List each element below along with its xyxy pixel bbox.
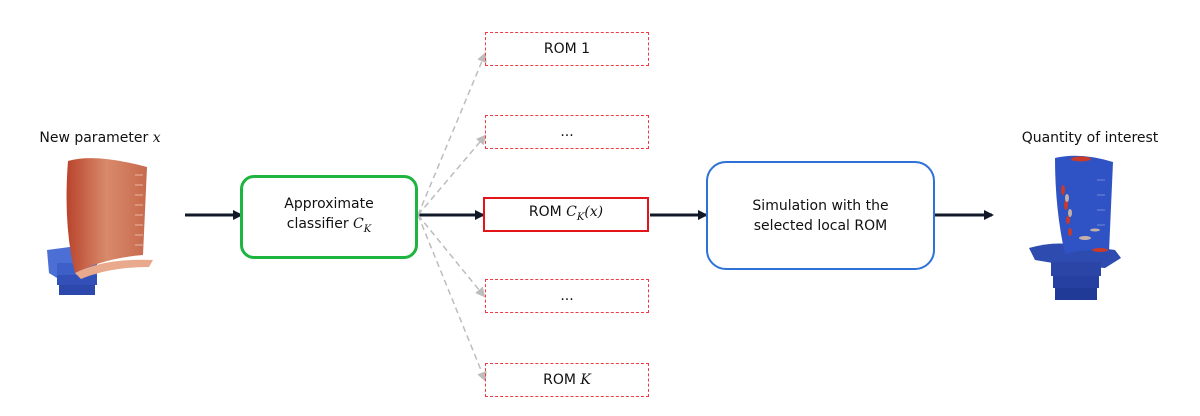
simulation-line2: selected local ROM <box>753 217 888 234</box>
turbine-blade-result-icon <box>1029 155 1121 300</box>
rom-box-1: ROM 1 <box>485 32 649 66</box>
simulation-line1: Simulation with the <box>752 197 889 214</box>
rom-box-ellipsis-bottom: ... <box>485 279 649 313</box>
classifier-box: Approximate classifier CK <box>240 175 418 259</box>
rom-k-var: K <box>580 372 591 388</box>
input-label: New parameter x <box>20 130 180 146</box>
rom-selected-symbol: C <box>566 203 577 220</box>
classifier-label: Approximate classifier CK <box>284 194 373 240</box>
input-label-text: New parameter <box>39 130 153 146</box>
rom-ellipsis-bottom-label: ... <box>560 288 574 304</box>
dashed-arrow-rom-ellipsis-bottom <box>417 214 486 298</box>
turbine-blade-input-icon <box>47 158 153 295</box>
rom-k-prefix: ROM <box>543 372 581 388</box>
classifier-line1: Approximate <box>284 196 374 213</box>
rom-box-selected: ROM CK(x) <box>483 197 649 232</box>
classifier-line2: classifier <box>286 216 354 233</box>
rom-selected-arg: (x) <box>584 203 604 220</box>
rom-selected-subscript: K <box>576 211 585 223</box>
rom-ellipsis-top-label: ... <box>560 124 574 140</box>
rom-selected-label: ROM CK(x) <box>529 202 603 228</box>
rom-selected-prefix: ROM <box>528 203 567 220</box>
dashed-arrow-rom-1 <box>417 52 487 216</box>
simulation-label: Simulation with the selected local ROM <box>752 196 888 236</box>
classifier-subscript: K <box>363 223 372 235</box>
input-variable: x <box>152 130 161 146</box>
rom-1-label: ROM 1 <box>543 41 591 57</box>
output-label: Quantity of interest <box>1021 130 1159 146</box>
rom-k-label: ROM K <box>543 370 591 390</box>
rom-box-k: ROM K <box>485 363 649 397</box>
rom-box-ellipsis-top: ... <box>485 115 649 149</box>
classifier-symbol: C <box>353 216 364 233</box>
dashed-arrow-rom-k <box>417 214 487 382</box>
simulation-box: Simulation with the selected local ROM <box>706 161 935 270</box>
dashed-arrow-rom-ellipsis-top <box>417 134 487 216</box>
